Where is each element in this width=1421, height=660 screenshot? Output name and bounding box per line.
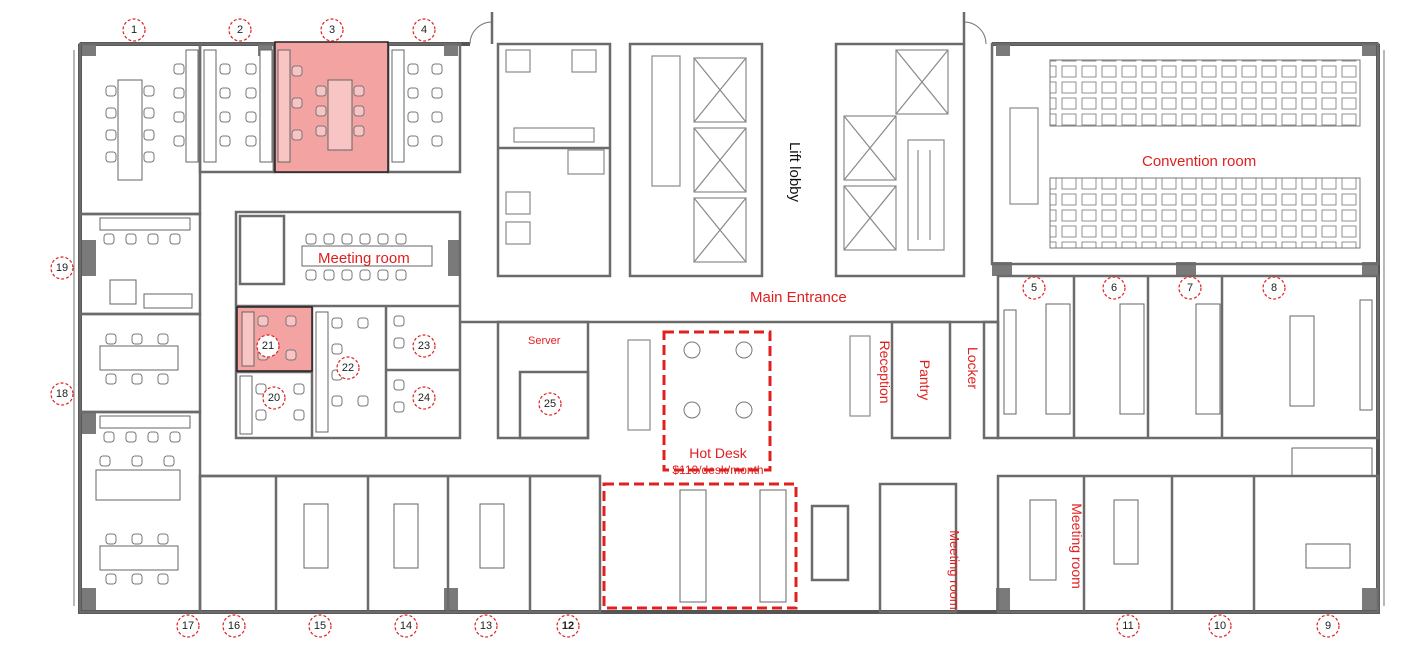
room-marker-1[interactable]: 1 xyxy=(122,18,146,42)
reception-label: Reception xyxy=(877,340,893,403)
svg-text:15: 15 xyxy=(314,620,326,632)
labels: Meeting room Lift lobby Convention room … xyxy=(318,142,1256,610)
svg-text:11: 11 xyxy=(1122,620,1133,632)
room-21-highlight[interactable] xyxy=(236,306,313,372)
svg-text:3: 3 xyxy=(329,24,335,36)
svg-text:10: 10 xyxy=(1214,620,1226,632)
pantry-label: Pantry xyxy=(917,360,933,400)
building-core xyxy=(469,12,987,278)
svg-text:18: 18 xyxy=(56,388,68,400)
svg-text:2: 2 xyxy=(237,24,243,36)
room-marker-25[interactable]: 25 xyxy=(538,392,562,416)
bottom-offices xyxy=(198,474,1380,614)
convention-room-label: Convention room xyxy=(1142,153,1256,170)
room-marker-3[interactable]: 3 xyxy=(320,18,344,42)
svg-text:17: 17 xyxy=(182,620,194,632)
svg-text:1: 1 xyxy=(131,24,137,36)
room-marker-7[interactable]: 7 xyxy=(1178,276,1202,300)
svg-text:8: 8 xyxy=(1271,282,1277,294)
room-marker-5[interactable]: 5 xyxy=(1022,276,1046,300)
svg-text:24: 24 xyxy=(418,392,430,404)
svg-text:16: 16 xyxy=(228,620,240,632)
hot-desk-price-label: $110/desk/month xyxy=(672,463,763,477)
top-left-offices xyxy=(78,42,462,216)
room-marker-21[interactable]: 21 xyxy=(256,334,280,358)
svg-text:6: 6 xyxy=(1111,282,1117,294)
hot-desk-area[interactable] xyxy=(602,330,798,610)
right-offices-top xyxy=(996,274,1380,477)
room-marker-22[interactable]: 22 xyxy=(336,356,360,380)
room-marker-10[interactable]: 10 xyxy=(1208,614,1232,638)
room-marker-23[interactable]: 23 xyxy=(412,334,436,358)
room-marker-12[interactable]: 12 xyxy=(556,614,580,638)
convention-room-area xyxy=(990,42,1380,266)
room-marker-18[interactable]: 18 xyxy=(50,382,74,406)
room-3-highlight[interactable] xyxy=(274,41,389,173)
room-marker-2[interactable]: 2 xyxy=(228,18,252,42)
svg-text:23: 23 xyxy=(418,340,430,352)
svg-text:7: 7 xyxy=(1187,282,1193,294)
room-marker-9[interactable]: 9 xyxy=(1316,614,1340,638)
svg-text:5: 5 xyxy=(1031,282,1037,294)
room-marker-4[interactable]: 4 xyxy=(412,18,436,42)
meeting-room-bottom-label: Meeting room xyxy=(947,530,962,609)
room-marker-13[interactable]: 13 xyxy=(474,614,498,638)
room-marker-8[interactable]: 8 xyxy=(1262,276,1286,300)
locker-label: Locker xyxy=(965,347,981,389)
room-marker-24[interactable]: 24 xyxy=(412,386,436,410)
room-marker-17[interactable]: 17 xyxy=(176,614,200,638)
svg-text:20: 20 xyxy=(268,392,280,404)
room-marker-14[interactable]: 14 xyxy=(394,614,418,638)
room-marker-20[interactable]: 20 xyxy=(262,386,286,410)
service-rooms xyxy=(200,320,1000,478)
svg-text:9: 9 xyxy=(1325,620,1331,632)
meeting-room-center-label: Meeting room xyxy=(318,250,410,267)
lift-lobby-label: Lift lobby xyxy=(786,142,803,203)
room-marker-6[interactable]: 6 xyxy=(1102,276,1126,300)
convention-seating xyxy=(1049,59,1361,249)
svg-text:13: 13 xyxy=(480,620,492,632)
hot-desk-label: Hot Desk xyxy=(689,445,748,461)
room-marker-19[interactable]: 19 xyxy=(50,256,74,280)
room-marker-11[interactable]: 11 xyxy=(1116,614,1140,638)
svg-text:4: 4 xyxy=(421,24,427,36)
svg-text:25: 25 xyxy=(544,398,556,410)
svg-text:14: 14 xyxy=(400,620,412,632)
left-offices xyxy=(78,212,202,614)
svg-text:22: 22 xyxy=(342,362,354,374)
meeting-room-right-label: Meeting room xyxy=(1069,503,1085,589)
room-marker-16[interactable]: 16 xyxy=(222,614,246,638)
room-number-markers: 1 2 3 4 5 6 7 8 9 10 11 12 13 14 15 16 1… xyxy=(50,18,1340,638)
center-block xyxy=(234,210,462,440)
svg-text:21: 21 xyxy=(262,340,274,352)
room-marker-15[interactable]: 15 xyxy=(308,614,332,638)
server-label: Server xyxy=(528,335,561,347)
main-entrance-label: Main Entrance xyxy=(750,289,847,306)
svg-text:12: 12 xyxy=(562,620,574,632)
svg-text:19: 19 xyxy=(56,262,68,274)
